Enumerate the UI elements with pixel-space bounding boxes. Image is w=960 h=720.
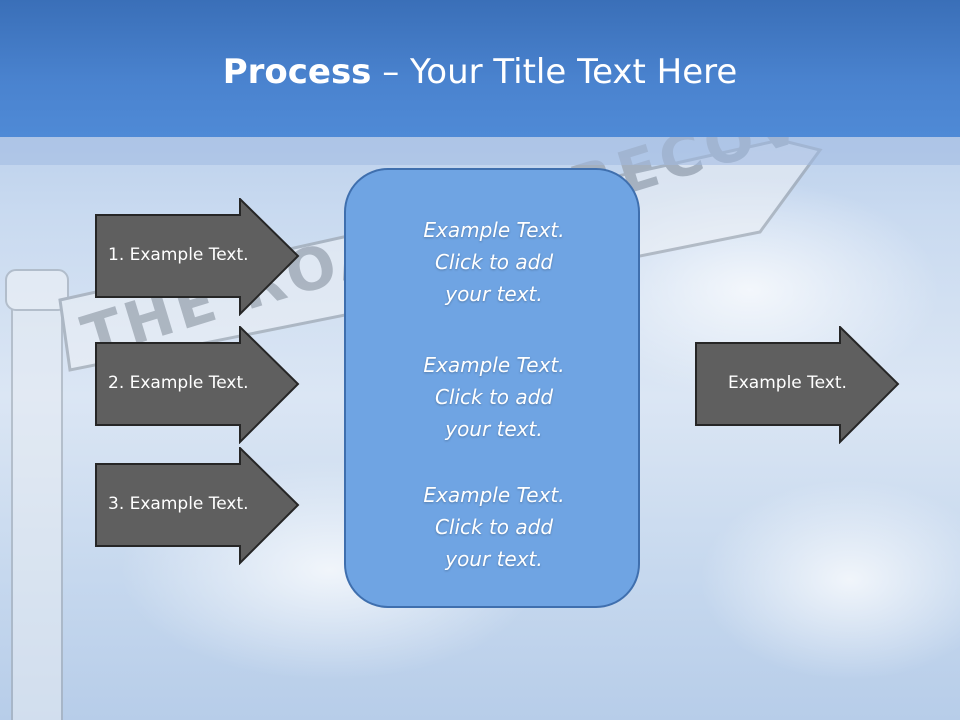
center-line: Click to add (434, 515, 554, 539)
arrow-shape (95, 326, 300, 444)
slide-title[interactable]: Process – Your Title Text Here (0, 52, 960, 92)
center-line: Example Text. (423, 353, 565, 377)
center-line: Example Text. (423, 483, 565, 507)
step-arrow-label: 3. Example Text. (108, 494, 249, 514)
step-arrow-2[interactable]: 2. Example Text. (95, 326, 301, 444)
title-bar-strip (0, 137, 960, 165)
center-paragraph-2: Example Text. Click to add your text. (346, 349, 642, 445)
sign-post-cap (5, 269, 69, 311)
center-line: Click to add (434, 250, 554, 274)
step-arrow-1[interactable]: 1. Example Text. (95, 198, 301, 316)
arrow-shape (695, 326, 900, 444)
step-arrow-3[interactable]: 3. Example Text. (95, 447, 301, 565)
arrow-shape (95, 447, 300, 565)
title-bar (0, 0, 960, 137)
center-line: your text. (445, 417, 543, 441)
cloud-decoration (700, 480, 960, 680)
center-paragraph-1: Example Text. Click to add your text. (346, 214, 642, 310)
step-arrow-label: 2. Example Text. (108, 373, 249, 393)
center-paragraph-3: Example Text. Click to add your text. (346, 479, 642, 575)
step-arrow-label: 1. Example Text. (108, 245, 249, 265)
result-arrow[interactable]: Example Text. (695, 326, 901, 444)
result-arrow-label: Example Text. (728, 373, 847, 393)
title-bold: Process (222, 52, 372, 92)
center-line: your text. (445, 282, 543, 306)
center-line: Click to add (434, 385, 554, 409)
arrow-shape (95, 198, 300, 316)
center-line: your text. (445, 547, 543, 571)
title-rest: – Your Title Text Here (371, 52, 738, 92)
center-text-box[interactable]: Example Text. Click to add your text. Ex… (344, 168, 640, 608)
sign-post (11, 289, 63, 720)
center-line: Example Text. (423, 218, 565, 242)
